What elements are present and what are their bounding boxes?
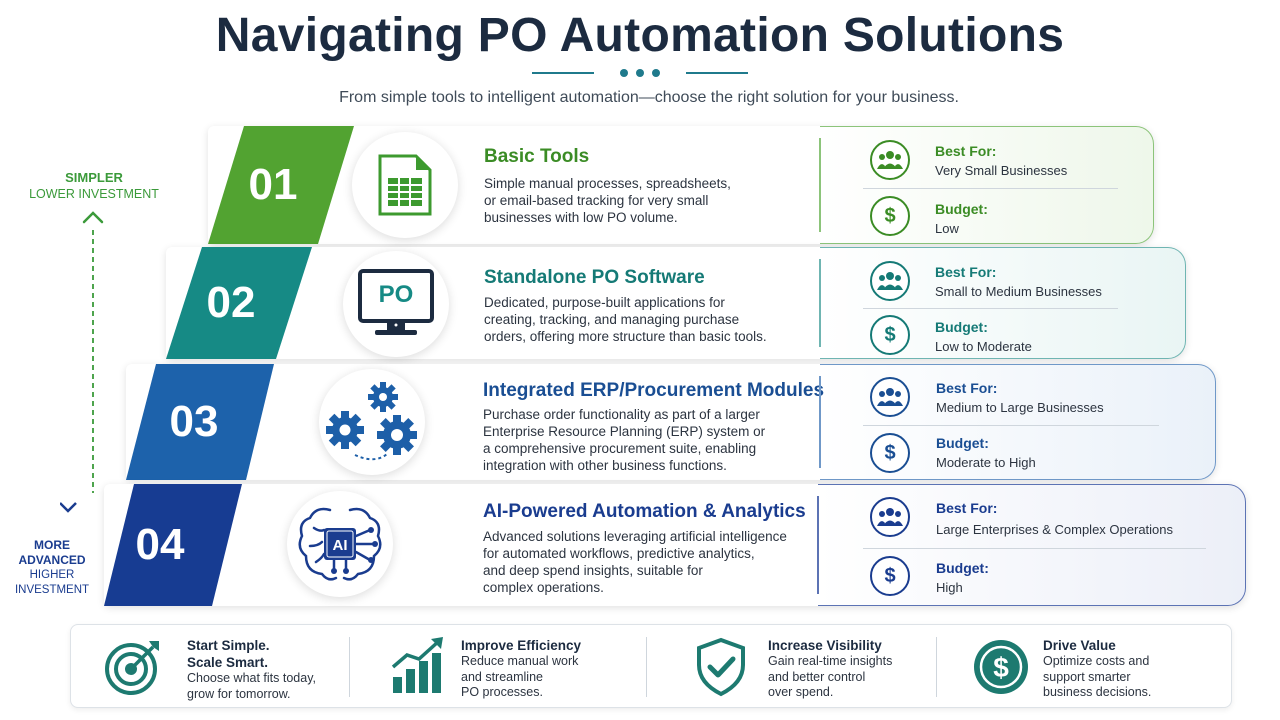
benefit-title: Increase Visibility <box>768 638 882 653</box>
scale-top-line1: SIMPLER <box>65 170 123 185</box>
benefit-improve-efficiency: Improve Efficiency Reduce manual work an… <box>351 625 647 709</box>
monitor-icon <box>358 269 434 335</box>
benefit-desc: over spend. <box>768 685 834 699</box>
benefit-start-simple: Start Simple. Scale Smart. Choose what f… <box>71 625 351 709</box>
users-icon <box>870 261 910 301</box>
budget-value: Moderate to High <box>936 455 1036 470</box>
dollar-icon: $ <box>870 556 910 596</box>
best-for-value: Small to Medium Businesses <box>935 284 1102 299</box>
best-for-label: Best For: <box>935 264 997 280</box>
tier-title: Standalone PO Software <box>484 267 705 288</box>
benefit-title: Start Simple. <box>187 638 270 653</box>
benefit-increase-visibility: Increase Visibility Gain real-time insig… <box>647 625 937 709</box>
tier-number: 03 <box>169 397 219 446</box>
shield-check-icon <box>697 637 745 697</box>
budget-value: Low to Moderate <box>935 339 1032 354</box>
tier-03: 03 Integrated ERP/Procurement Modules Pu… <box>126 364 1216 480</box>
benefit-title: Drive Value <box>1043 638 1116 653</box>
users-icon <box>870 497 910 537</box>
users-icon <box>870 377 910 417</box>
best-for-value: Large Enterprises & Complex Operations <box>936 522 1174 537</box>
best-for-label: Best For: <box>936 380 998 396</box>
benefit-desc: grow for tomorrow. <box>187 686 291 701</box>
scale-bottom-label: MORE ADVANCED HIGHER INVESTMENT <box>4 538 100 598</box>
budget-label: Budget: <box>935 319 988 335</box>
benefit-desc: PO processes. <box>461 685 543 699</box>
title-divider <box>532 66 748 80</box>
budget-value: High <box>936 580 963 595</box>
best-for-label: Best For: <box>935 143 997 159</box>
scale-arrow-icon <box>60 211 104 513</box>
benefit-desc: business decisions. <box>1043 685 1152 699</box>
scale-bottom-line1: MORE <box>34 538 70 552</box>
tier-title: AI-Powered Automation & Analytics <box>483 501 806 522</box>
benefits-bar: Start Simple. Scale Smart. Choose what f… <box>70 624 1232 708</box>
benefit-desc: Reduce manual work <box>461 654 579 668</box>
tier-title: Basic Tools <box>484 146 590 167</box>
tier-description: Purchase order functionality as part of … <box>483 407 766 473</box>
growth-chart-icon <box>391 637 443 693</box>
benefit-title: Scale Smart. <box>187 655 269 670</box>
scale-top-label: SIMPLER LOWER INVESTMENT <box>20 170 168 201</box>
monitor-label: PO <box>378 281 414 308</box>
benefit-desc: Gain real-time insights <box>768 654 893 668</box>
best-for-value: Very Small Businesses <box>935 163 1068 178</box>
scale-bottom-line3: HIGHER <box>29 569 75 581</box>
dollar-icon: $ <box>870 196 910 236</box>
benefit-desc: support smarter <box>1043 669 1131 684</box>
tier-04: 04 AI AI-Powered Automation & Analytics … <box>104 484 1246 606</box>
tier-number: 04 <box>135 520 185 569</box>
benefit-drive-value: $ Drive Value Optimize costs and support… <box>937 625 1233 709</box>
ai-brain-icon <box>298 507 382 581</box>
budget-label: Budget: <box>935 201 988 217</box>
tier-description: Simple manual processes, spreadsheets,or… <box>484 176 731 225</box>
ai-chip-label: AI <box>332 537 348 554</box>
benefit-desc: and streamline <box>461 669 543 684</box>
svg-text:$: $ <box>993 652 1009 683</box>
benefit-desc: and better control <box>768 669 866 684</box>
users-icon <box>870 140 910 180</box>
page-subtitle: From simple tools to intelligent automat… <box>339 89 959 106</box>
spreadsheet-icon <box>378 154 432 216</box>
tier-number: 01 <box>248 160 298 209</box>
dollar-icon: $ <box>870 315 910 355</box>
tier-number: 02 <box>206 278 256 327</box>
tier-02: 02 PO Standalone PO Software Dedicated, … <box>166 247 1186 359</box>
tier-title: Integrated ERP/Procurement Modules <box>483 380 825 401</box>
budget-label: Budget: <box>936 560 989 576</box>
page-title: Navigating PO Automation Solutions <box>215 9 1065 62</box>
dollar-icon: $ <box>870 433 910 473</box>
benefit-title: Improve Efficiency <box>461 638 582 653</box>
dollar-coin-icon: $ <box>974 640 1028 694</box>
benefit-desc: Optimize costs and <box>1043 654 1150 668</box>
scale-bottom-line4: INVESTMENT <box>14 584 90 596</box>
best-for-label: Best For: <box>936 500 998 516</box>
budget-value: Low <box>935 221 959 236</box>
scale-top-line2: LOWER INVESTMENT <box>29 187 159 201</box>
tier-01: 01 Basic Tools Simple manual processes, … <box>208 126 1154 244</box>
tier-description: Dedicated, purpose-built applications fo… <box>484 295 767 344</box>
best-for-value: Medium to Large Businesses <box>936 400 1104 415</box>
scale-bottom-line2: ADVANCED <box>18 553 86 567</box>
target-icon <box>105 641 159 695</box>
budget-label: Budget: <box>936 435 989 451</box>
gears-icon <box>326 382 417 461</box>
tier-description: Advanced solutions leveraging artificial… <box>483 529 787 595</box>
benefit-desc: Choose what fits today, <box>187 671 317 685</box>
